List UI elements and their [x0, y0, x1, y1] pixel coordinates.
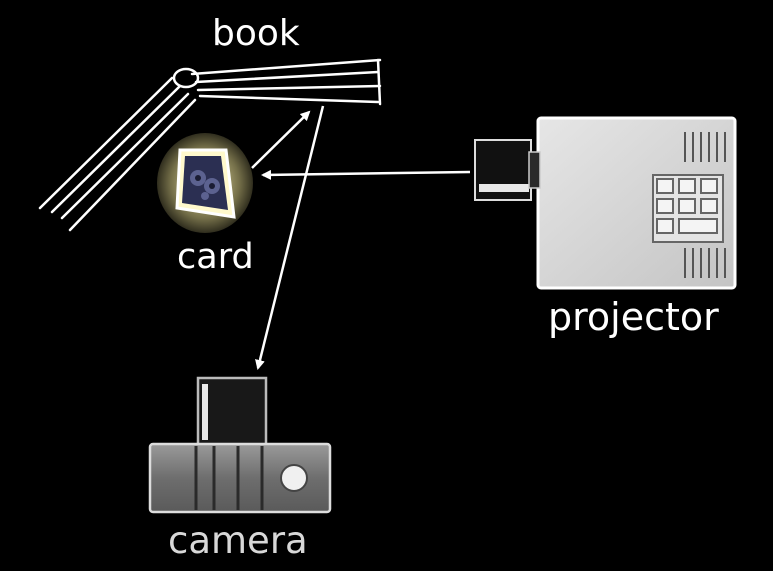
projector-vent-bottom — [684, 248, 726, 278]
projector-illustration — [474, 116, 737, 290]
arrow-book-to-camera — [255, 105, 325, 370]
arrow-projector-to-card — [261, 169, 471, 180]
projector-vent-top — [684, 132, 726, 162]
projector-keypad — [652, 174, 724, 243]
camera-illustration — [148, 376, 332, 514]
arrow-card-to-book — [251, 110, 311, 169]
book-illustration — [38, 58, 382, 232]
card-illustration — [157, 133, 253, 233]
projector-label: projector — [548, 295, 719, 339]
arrows — [251, 105, 471, 370]
camera-label: camera — [168, 519, 308, 562]
card-label: card — [177, 237, 254, 277]
book-label: book — [212, 13, 300, 54]
